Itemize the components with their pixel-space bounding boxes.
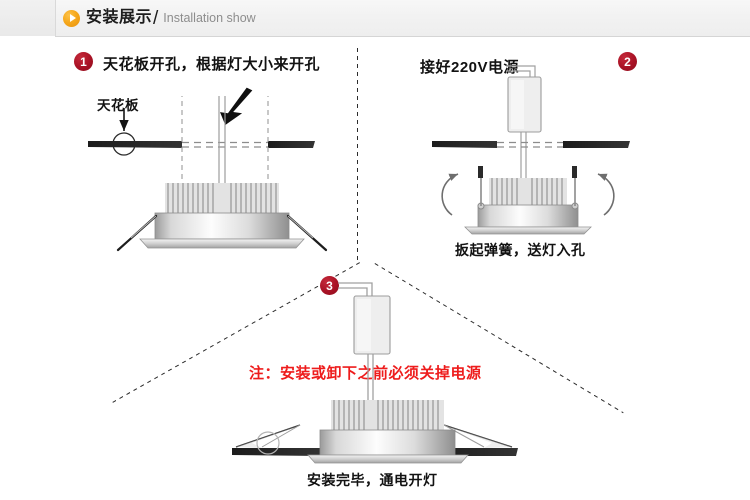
step-badge-1: 1 bbox=[74, 52, 93, 71]
vertical-divider bbox=[357, 48, 358, 263]
section-title-en: Installation show bbox=[163, 10, 256, 25]
section-header-bar bbox=[55, 0, 750, 36]
step-1-title: 天花板开孔，根据灯大小来开孔 bbox=[103, 56, 321, 73]
step-2-caption: 扳起弹簧，送灯入孔 bbox=[455, 242, 586, 258]
step-3-caption: 安装完毕，通电开灯 bbox=[307, 472, 438, 488]
step-2-title: 接好220V电源 bbox=[420, 59, 520, 76]
section-title-cn: 安装展示 bbox=[86, 9, 153, 26]
section-header-content: 安装展示 / Installation show bbox=[63, 4, 256, 32]
ceiling-label: 天花板 bbox=[97, 98, 139, 113]
step-badge-2: 2 bbox=[618, 52, 637, 71]
step-badge-3: 3 bbox=[320, 276, 339, 295]
step-3-warning: 注：安装或卸下之前必须关掉电源 bbox=[249, 365, 482, 382]
header-underline bbox=[55, 36, 750, 37]
play-circle-icon bbox=[63, 9, 80, 27]
section-title-separator: / bbox=[153, 7, 159, 29]
left-gray-strip bbox=[0, 0, 55, 36]
